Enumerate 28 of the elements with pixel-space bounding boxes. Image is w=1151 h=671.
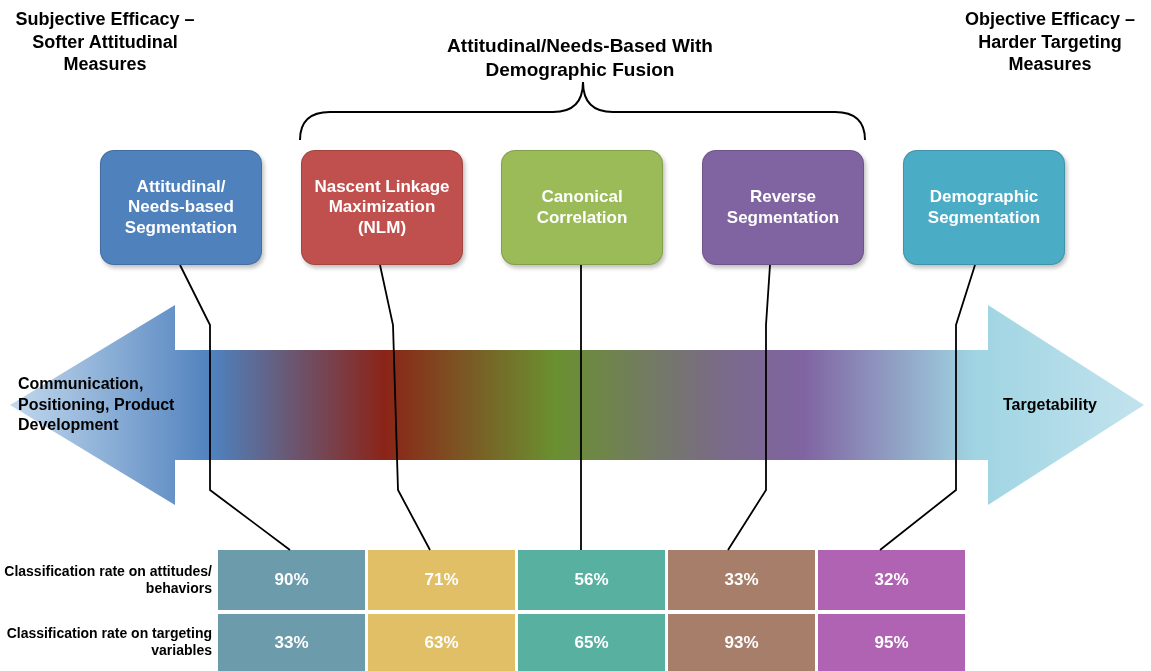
segment-box: Canonical Correlation	[501, 150, 663, 265]
percentage-cell: 32%	[818, 550, 965, 610]
percentage-cell: 90%	[218, 550, 365, 610]
row-header: Classification rate on targeting variables	[5, 623, 212, 660]
percentage-cell: 71%	[368, 550, 515, 610]
segment-box: Reverse Segmentation	[702, 150, 864, 265]
segment-box: Attitudinal/ Needs-based Segmentation	[100, 150, 262, 265]
leader-line	[879, 264, 976, 551]
gradient-double-arrow	[10, 305, 1146, 505]
percentage-cell: 63%	[368, 614, 515, 671]
leader-line	[179, 264, 291, 551]
heading: Subjective Efficacy – Softer Attitudinal Measures	[14, 8, 196, 76]
leader-line	[379, 264, 431, 551]
percentage-cell: 56%	[518, 550, 665, 610]
percentage-cell: 93%	[668, 614, 815, 671]
segment-box: Nascent Linkage Maximization (NLM)	[301, 150, 463, 265]
heading: Attitudinal/Needs-Based With Demographic Fusion	[446, 34, 714, 82]
percentage-cell: 95%	[818, 614, 965, 671]
segment-box: Demographic Segmentation	[903, 150, 1065, 265]
percentage-cell: 33%	[218, 614, 365, 671]
heading: Objective Efficacy – Harder Targeting Measures	[963, 8, 1137, 76]
leader-line	[727, 264, 771, 551]
leader-line	[580, 264, 582, 551]
percentage-cell: 65%	[518, 614, 665, 671]
percentage-cell: 33%	[668, 550, 815, 610]
arrow-label: Targetability	[1002, 394, 1098, 415]
row-header: Classification rate on attitudes/ behaviors	[3, 561, 212, 598]
arrow-label: Communication, Positioning, Product Development	[18, 373, 176, 436]
